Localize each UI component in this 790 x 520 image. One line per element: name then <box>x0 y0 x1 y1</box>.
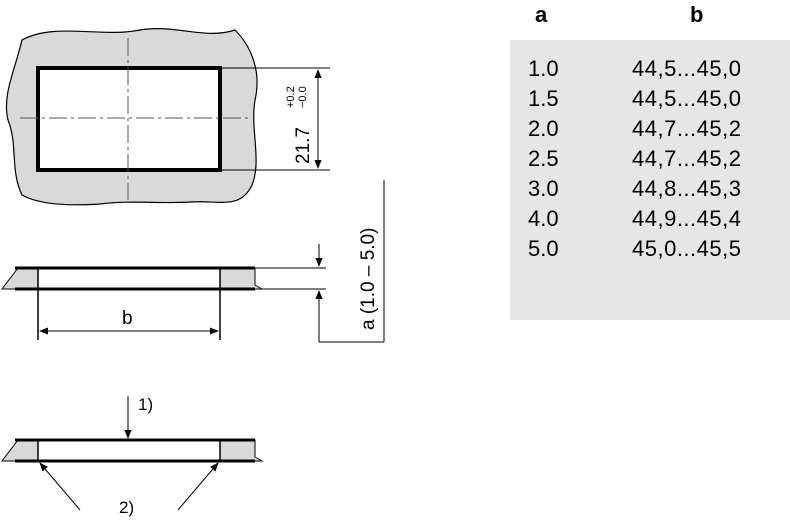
tolerance-lower: −0.0 <box>297 86 309 108</box>
table-row: 1.5 44,5...45,0 <box>510 86 790 116</box>
cell-a: 5.0 <box>528 236 559 261</box>
cell-a: 1.0 <box>528 56 559 81</box>
cell-a: 1.5 <box>528 86 559 111</box>
clip-arrow-right <box>177 462 219 511</box>
clip-arrow-left <box>39 462 81 511</box>
table-row: 4.0 44,9...45,4 <box>510 206 790 236</box>
frame-section-install <box>37 439 221 462</box>
cell-b: 44,5...45,0 <box>632 56 742 81</box>
cell-b: 44,9...45,4 <box>632 206 742 231</box>
cell-b: 44,5...45,0 <box>632 86 742 111</box>
tolerance-upper: +0.2 <box>285 86 297 108</box>
cell-b: 44,8...45,3 <box>632 176 742 201</box>
frame-section-side <box>37 267 221 290</box>
table-row: 2.0 44,7...45,2 <box>510 116 790 146</box>
cell-b: 44,7...45,2 <box>632 116 742 141</box>
cell-a: 4.0 <box>528 206 559 231</box>
side-view: b a (1.0 – 5.0) <box>0 180 385 343</box>
cell-b: 44,7...45,2 <box>632 146 742 171</box>
value-table: 1.0 44,5...45,0 1.5 44,5...45,0 2.0 44,7… <box>510 40 790 320</box>
cell-a: 2.0 <box>528 116 559 141</box>
note-1: 1) <box>138 395 153 414</box>
cell-b: 45,0...45,5 <box>632 236 742 261</box>
table-header-b: b <box>690 2 704 27</box>
cutout-frame <box>36 66 222 172</box>
table-row: 2.5 44,7...45,2 <box>510 146 790 176</box>
label-b: b <box>122 308 133 329</box>
dimension-a: a (1.0 – 5.0) <box>358 228 379 330</box>
cell-a: 3.0 <box>528 176 559 201</box>
cell-a: 2.5 <box>528 146 559 171</box>
top-view: 21.7 +0.2 −0.0 <box>5 28 330 206</box>
table-row: 5.0 45,0...45,5 <box>510 236 790 266</box>
table-row: 1.0 44,5...45,0 <box>510 56 790 86</box>
note-2: 2) <box>119 498 134 517</box>
installation-view: 1) 2) <box>0 395 264 517</box>
table-row: 3.0 44,8...45,3 <box>510 176 790 206</box>
dimension-21-7: 21.7 <box>293 127 314 164</box>
table-header-a: a <box>535 2 548 27</box>
